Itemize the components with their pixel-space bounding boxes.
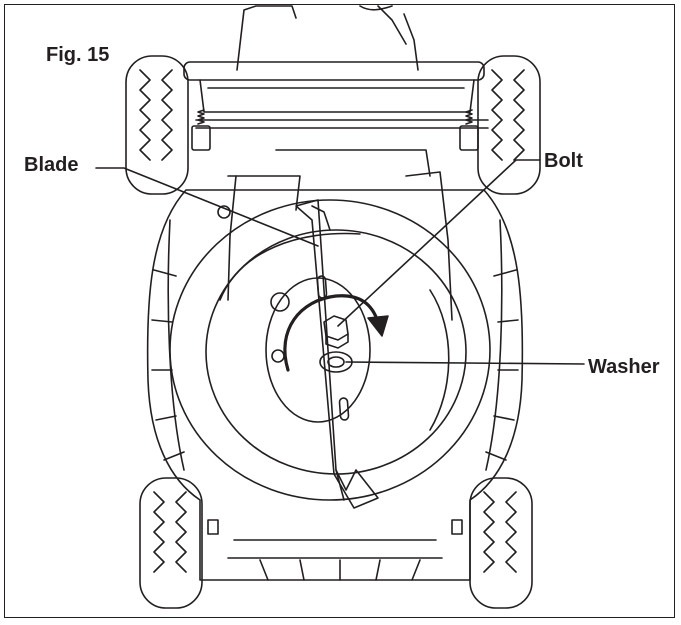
callout-washer: Washer	[588, 356, 660, 378]
mower-handle	[236, 5, 419, 71]
rotation-arrow	[283, 294, 380, 372]
figure-number: Fig. 15	[46, 44, 110, 66]
blade-housing	[169, 199, 491, 501]
front-left-wheel	[139, 477, 203, 609]
blade	[295, 199, 379, 509]
rear-springs	[191, 109, 479, 151]
rear-right-wheel	[477, 55, 541, 195]
callout-bolt: Bolt	[544, 150, 583, 172]
figure-frame	[4, 4, 675, 618]
callout-blade: Blade	[24, 154, 79, 176]
front-right-wheel	[469, 477, 533, 609]
rotation-arrow-head	[367, 315, 389, 337]
mower-deck	[146, 189, 524, 581]
leader-lines	[95, 159, 585, 365]
rear-bar	[183, 61, 489, 129]
discharge-chute	[217, 149, 453, 321]
bolt	[323, 315, 349, 349]
rear-left-wheel	[125, 55, 189, 195]
